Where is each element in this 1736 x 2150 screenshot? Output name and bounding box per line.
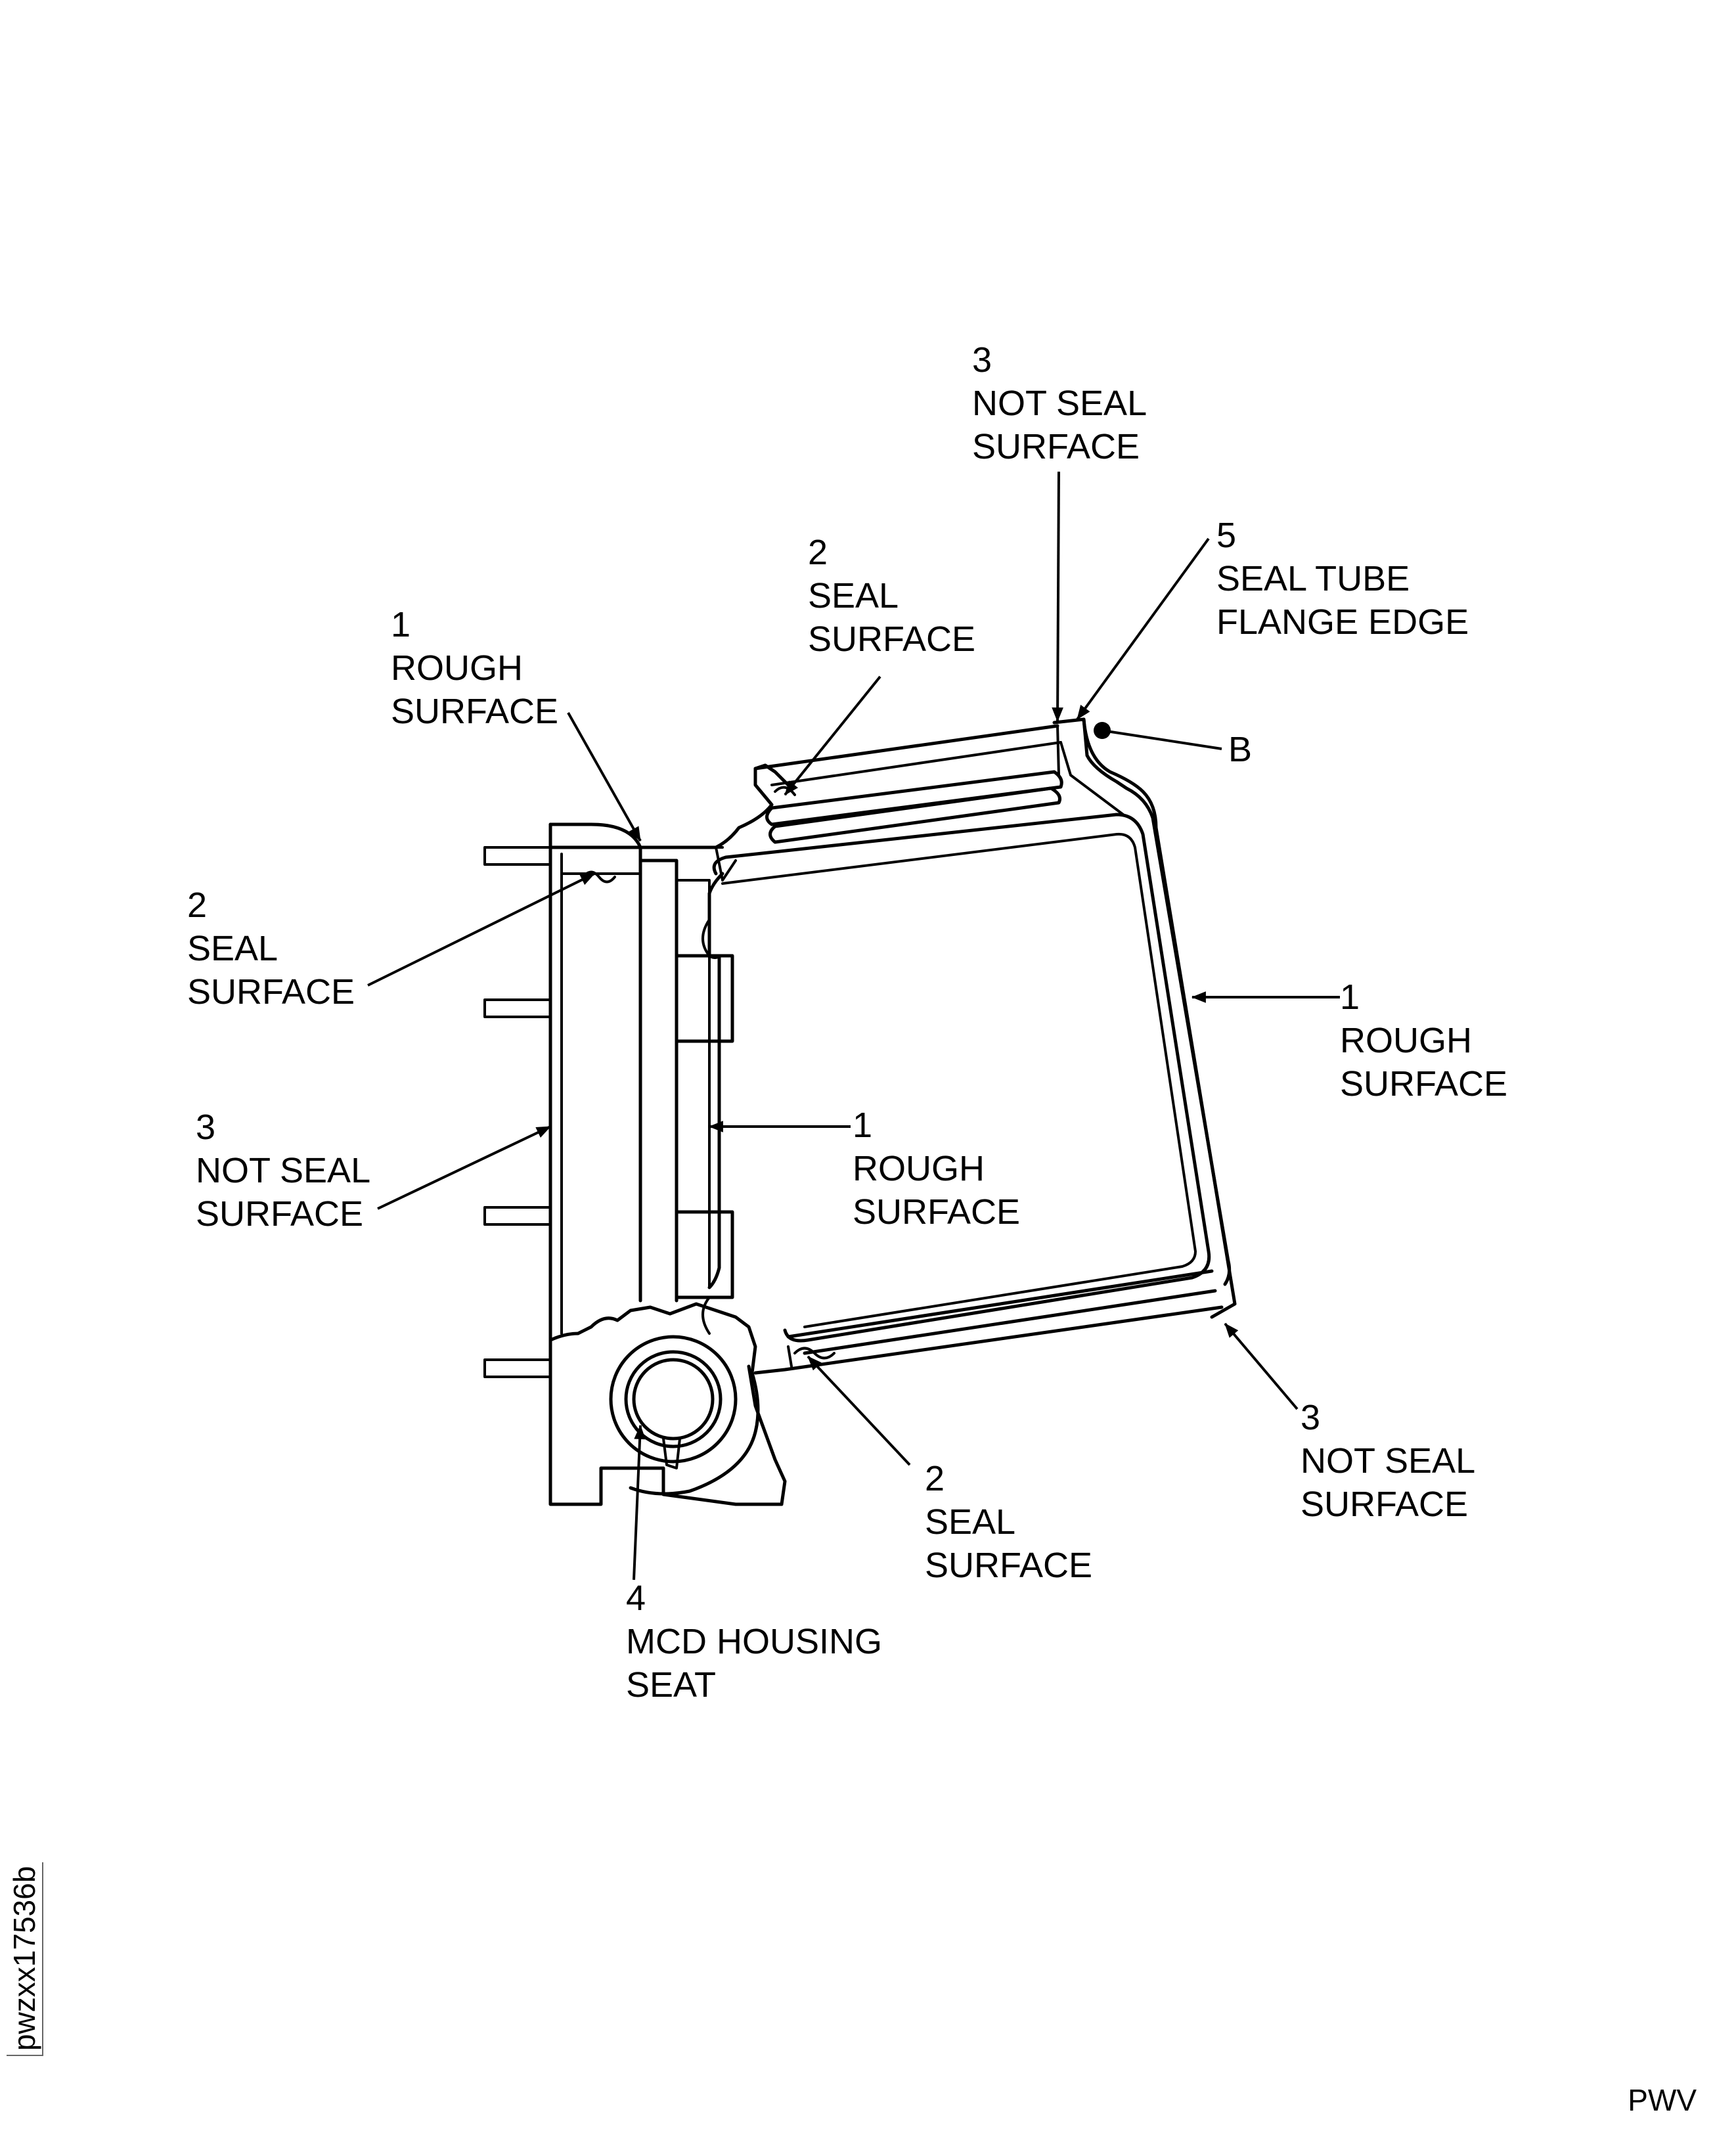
side-boss-lower [675, 1210, 734, 1299]
callout-not-seal-surface-top: 3 NOT SEAL SURFACE [972, 338, 1147, 468]
seal-tube-top-edge-2 [770, 741, 1062, 786]
callout-line: SURFACE [925, 1546, 1093, 1585]
side-boss-notch-upper [701, 918, 711, 957]
callout-number: 1 [391, 605, 411, 644]
mcd-housing-outer [609, 1335, 738, 1464]
rear-body [712, 813, 1211, 1343]
left-wall [548, 845, 642, 1303]
callout-line: SURFACE [972, 427, 1140, 466]
upper-collar [638, 763, 790, 849]
rear-body-frame [707, 872, 724, 1289]
callout-rough-surface-middle: 1 ROUGH SURFACE [853, 1104, 1020, 1234]
bottom-seal-tube-2 [803, 1289, 1217, 1355]
seal-mark-bottom [793, 1347, 835, 1360]
callout-number: 2 [925, 1459, 945, 1498]
callout-rough-surface-right: 1 ROUGH SURFACE [1340, 975, 1507, 1106]
callout-line: SEAT [626, 1665, 717, 1705]
callout-number: 4 [626, 1579, 646, 1618]
callout-line: NOT SEAL [196, 1151, 371, 1190]
callout-number: 1 [853, 1106, 873, 1145]
left-flange-plate [548, 822, 787, 1506]
callout-line: FLANGE EDGE [1216, 602, 1469, 642]
leader-c3-left [377, 1125, 551, 1210]
leader-lines [367, 471, 1340, 1580]
callout-number: 2 [808, 533, 828, 572]
left-wall-step-2 [675, 879, 711, 1289]
datum-b-leader [1102, 729, 1222, 750]
figure-code: pwzxx17536b [7, 1862, 43, 2056]
seal-tube-ring-2 [768, 786, 1061, 844]
callout-line: SURFACE [196, 1194, 364, 1234]
bottom-seal-tube [786, 1269, 1214, 1339]
callout-line: SEAL TUBE [1216, 559, 1410, 598]
callout-line: MCD HOUSING [626, 1622, 882, 1661]
leader-c4 [633, 1424, 646, 1580]
callout-line: SEAL [925, 1502, 1016, 1542]
leader-c2-left [367, 872, 595, 987]
outer-right-wall [1082, 717, 1237, 1319]
mounting-stud [483, 846, 552, 866]
housing-drawing [483, 717, 1237, 1506]
side-boss-upper [675, 954, 734, 1043]
callout-line: ROUGH [853, 1149, 985, 1188]
side-boss-notch-lower [701, 1296, 711, 1335]
callout-line: B [1228, 730, 1253, 769]
callout-line: SURFACE [391, 692, 559, 731]
callout-line: NOT SEAL [1301, 1441, 1476, 1481]
mounting-stud [483, 998, 552, 1018]
callout-number: 3 [972, 340, 992, 380]
leader-c1-top [567, 712, 642, 841]
callout-line: ROUGH [1340, 1021, 1472, 1060]
callout-not-seal-surface-bottom: 3 NOT SEAL SURFACE [1301, 1396, 1475, 1526]
seal-tube-top-edge [753, 724, 1059, 771]
callout-line: NOT SEAL [972, 384, 1147, 423]
figure-source: PWV [1628, 2083, 1697, 2117]
callout-line: SURFACE [853, 1192, 1021, 1232]
callout-not-seal-surface-left: 3 NOT SEAL SURFACE [196, 1106, 370, 1236]
callout-line: SURFACE [1340, 1064, 1508, 1104]
mcd-housing-body [629, 1371, 760, 1496]
mcd-housing-tab [662, 1437, 681, 1469]
leader-c2-top [784, 675, 881, 796]
leader-c5 [1076, 537, 1210, 721]
callout-number: 1 [1340, 977, 1360, 1017]
mcd-housing-bore [624, 1350, 723, 1448]
left-wall-inner [638, 859, 679, 1303]
callout-rough-surface-top: 1 ROUGH SURFACE [391, 603, 558, 733]
callout-line: SEAL [187, 929, 278, 968]
callout-line: SURFACE [187, 972, 355, 1012]
mounting-stud [483, 1358, 552, 1378]
seal-mark-left [582, 870, 616, 884]
mounting-stud [483, 1206, 552, 1226]
callout-line: ROUGH [391, 648, 523, 688]
callout-line: SEAL [808, 576, 899, 616]
left-flange-top [548, 822, 642, 862]
callout-line: SURFACE [808, 619, 976, 659]
break-line [548, 1302, 757, 1375]
callout-number: 3 [1301, 1398, 1321, 1437]
callout-seal-tube-flange-edge: 5 SEAL TUBE FLANGE EDGE [1216, 514, 1469, 644]
callout-line: SURFACE [1301, 1485, 1469, 1524]
seal-mark-tick [787, 1345, 793, 1368]
upper-collar-inner [715, 846, 737, 882]
rear-body-inner [721, 832, 1197, 1328]
callout-number: 5 [1216, 516, 1237, 555]
seal-tube-flange-edge [1056, 725, 1060, 776]
seal-tube-flange [1052, 717, 1232, 1286]
callout-number: 2 [187, 885, 208, 925]
mcd-housing-seat [632, 1358, 715, 1441]
seal-tube-flange-inner [1059, 741, 1124, 816]
leader-c3-top [1052, 471, 1063, 723]
callout-number: 3 [196, 1108, 216, 1147]
leader-c2-bottom [807, 1355, 911, 1466]
bottom-seal-tube-3 [753, 1305, 1224, 1375]
leader-c3-bottom [1224, 1322, 1299, 1410]
callout-seal-surface-top: 2 SEAL SURFACE [808, 531, 975, 661]
callout-mcd-housing-seat: 4 MCD HOUSING SEAT [626, 1577, 882, 1707]
callout-seal-surface-left: 2 SEAL SURFACE [187, 884, 355, 1014]
callout-datum-b: B [1228, 728, 1252, 771]
callout-seal-surface-bottom: 2 SEAL SURFACE [925, 1457, 1092, 1587]
